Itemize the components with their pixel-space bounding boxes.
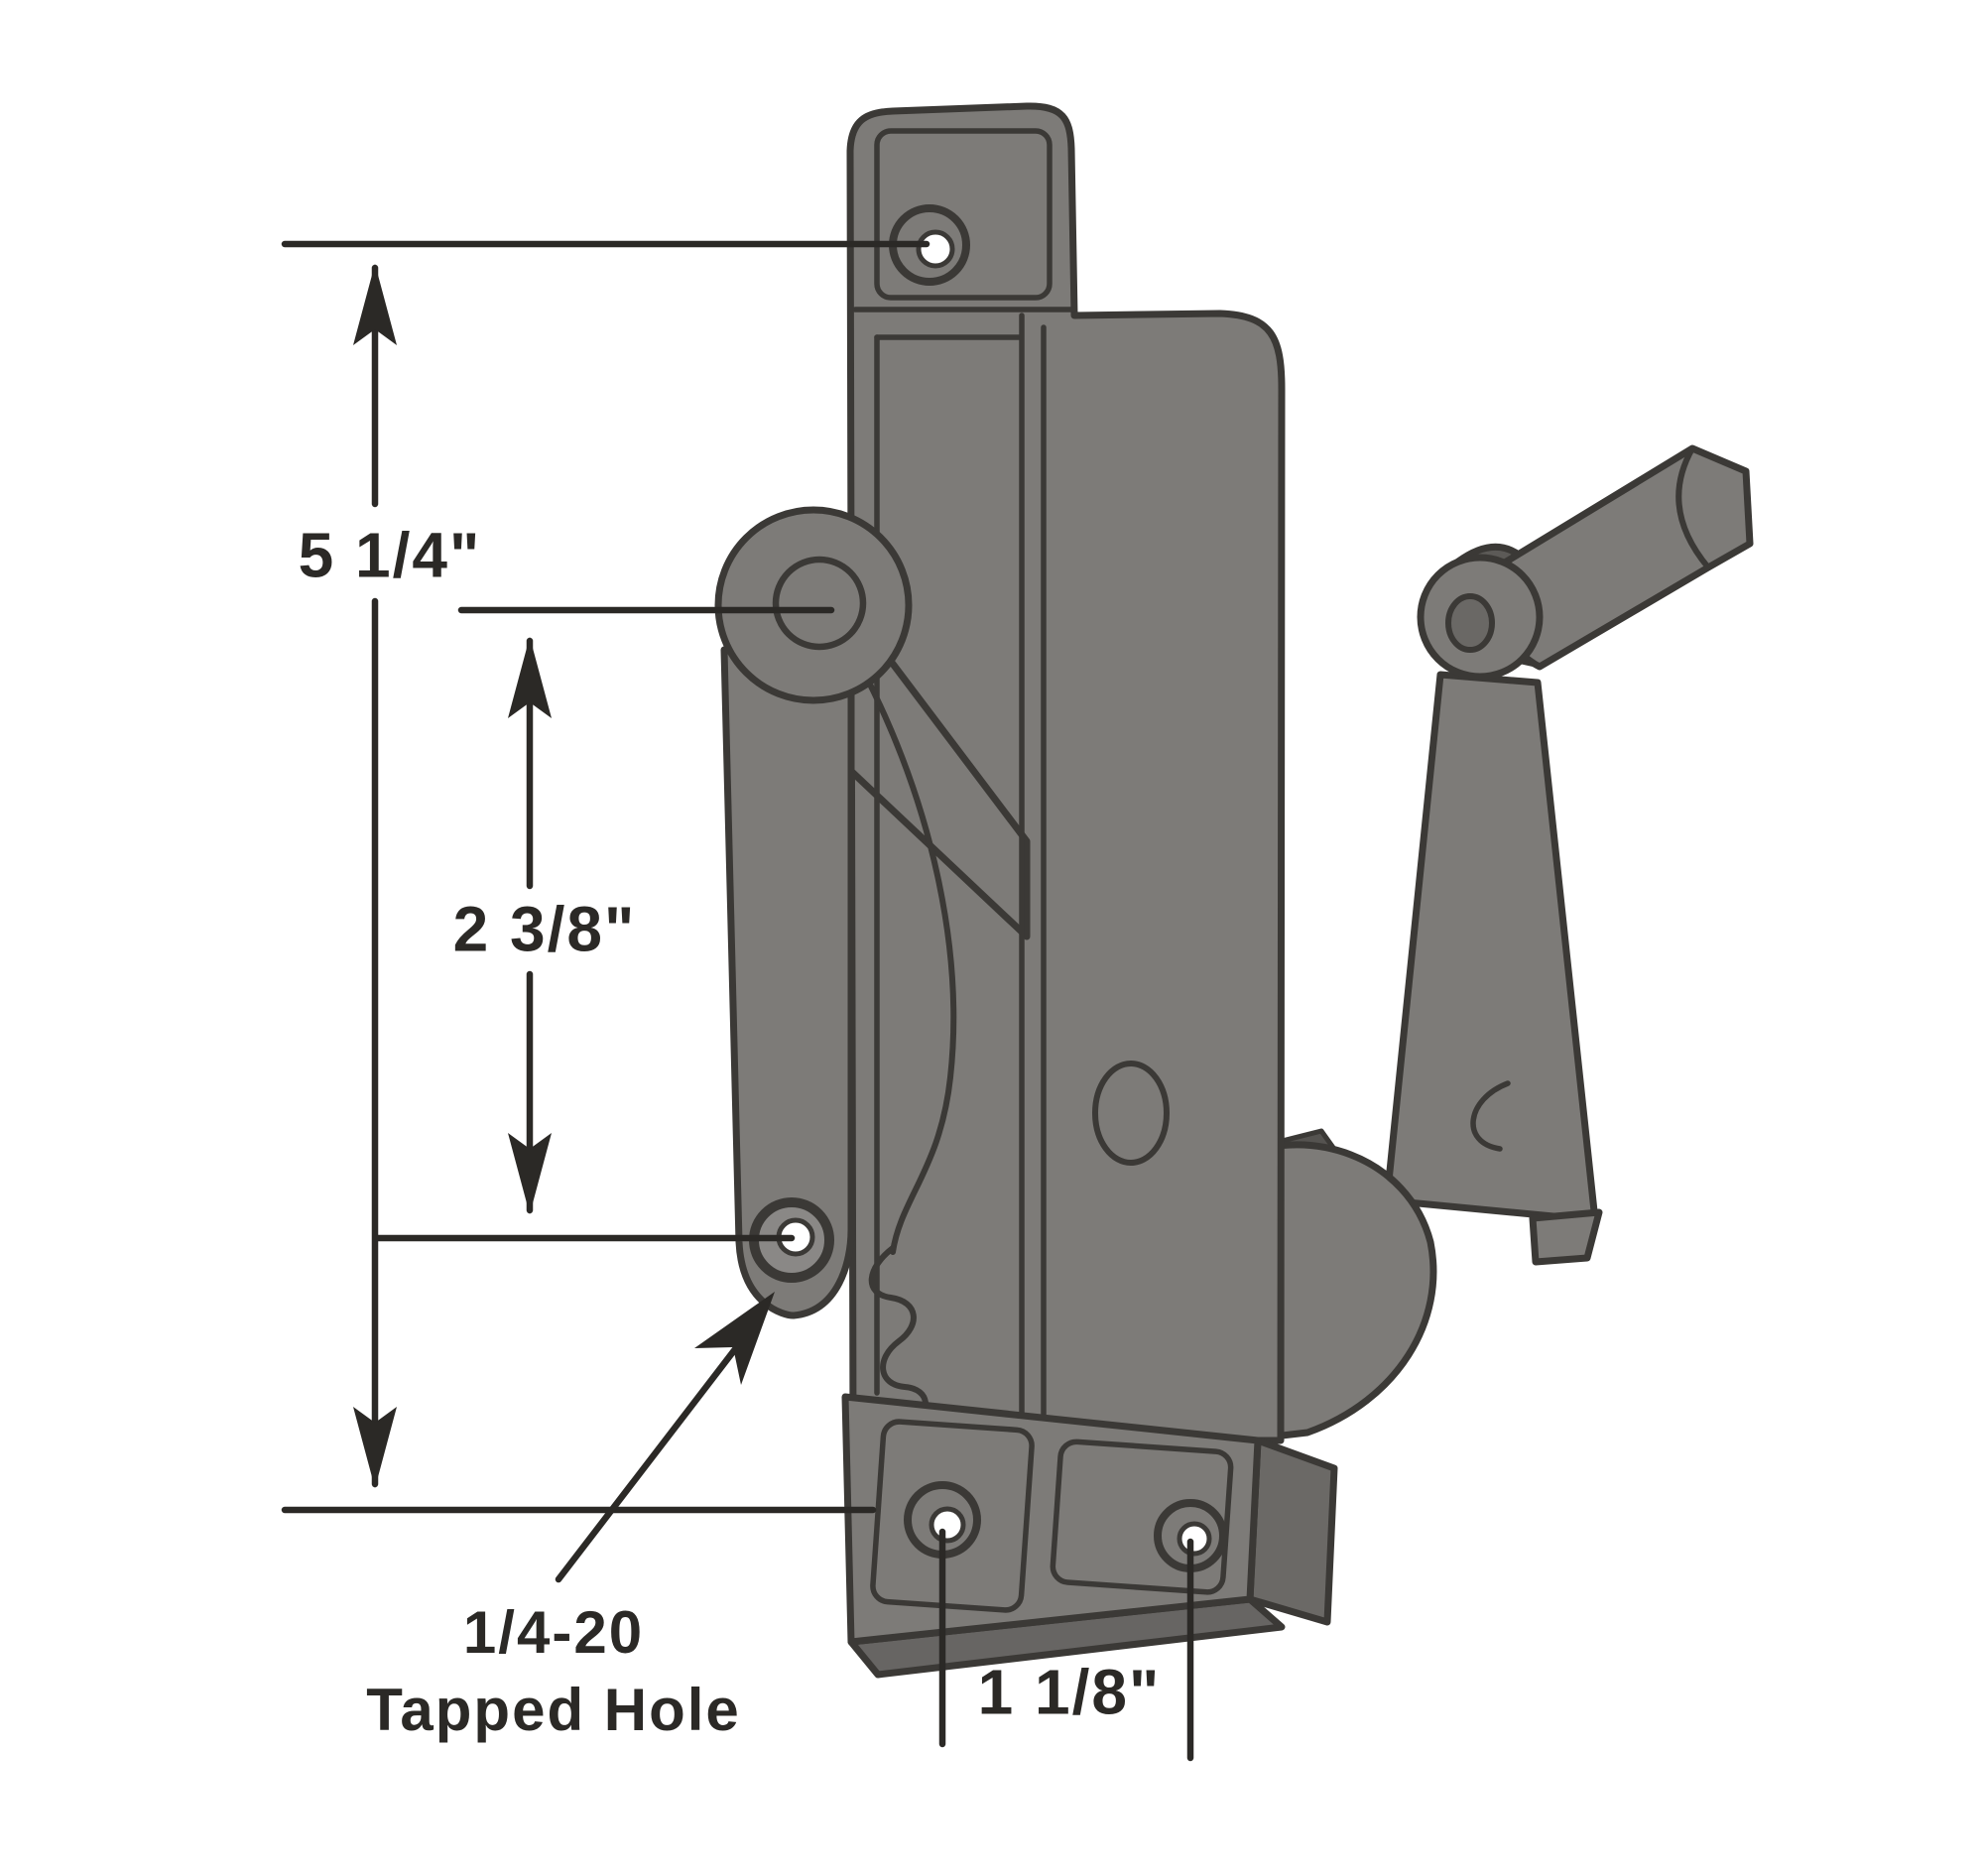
crank-arm bbox=[1383, 671, 1603, 1266]
arrow-up-mid bbox=[508, 637, 552, 718]
link-arm bbox=[714, 506, 913, 1319]
mounting-foot bbox=[841, 1393, 1338, 1679]
arrow-down-total bbox=[353, 1407, 397, 1488]
body-oval-hole bbox=[1092, 1061, 1170, 1166]
mounting-plate bbox=[846, 102, 1286, 1444]
dimension-label-total-height: 5 1/4" bbox=[298, 519, 482, 591]
crank-elbow bbox=[1417, 554, 1544, 681]
spring bbox=[858, 664, 957, 1432]
plate-detail-lines bbox=[852, 128, 1511, 1430]
tapped-hole-caption: Tapped Hole bbox=[366, 1677, 741, 1743]
tapped-hole-spec: 1/4-20 bbox=[462, 1599, 645, 1666]
dimension-label-screw-spacing: 1 1/8" bbox=[977, 1656, 1162, 1728]
dimension-label-tapped-hole: 1/4-20 Tapped Hole bbox=[366, 1594, 741, 1749]
screw-holes bbox=[889, 204, 1227, 1572]
leader-line-tapped-hole bbox=[555, 1345, 739, 1583]
arrow-up-total bbox=[353, 264, 397, 345]
dimension-label-pivot-to-hole: 2 3/8" bbox=[452, 893, 637, 965]
dimension-arrowheads bbox=[353, 264, 775, 1488]
arrow-down-mid bbox=[508, 1133, 552, 1214]
link-arm-pivot bbox=[714, 506, 913, 704]
dimension-lines bbox=[281, 240, 1194, 1762]
arrow-leader bbox=[694, 1292, 775, 1385]
